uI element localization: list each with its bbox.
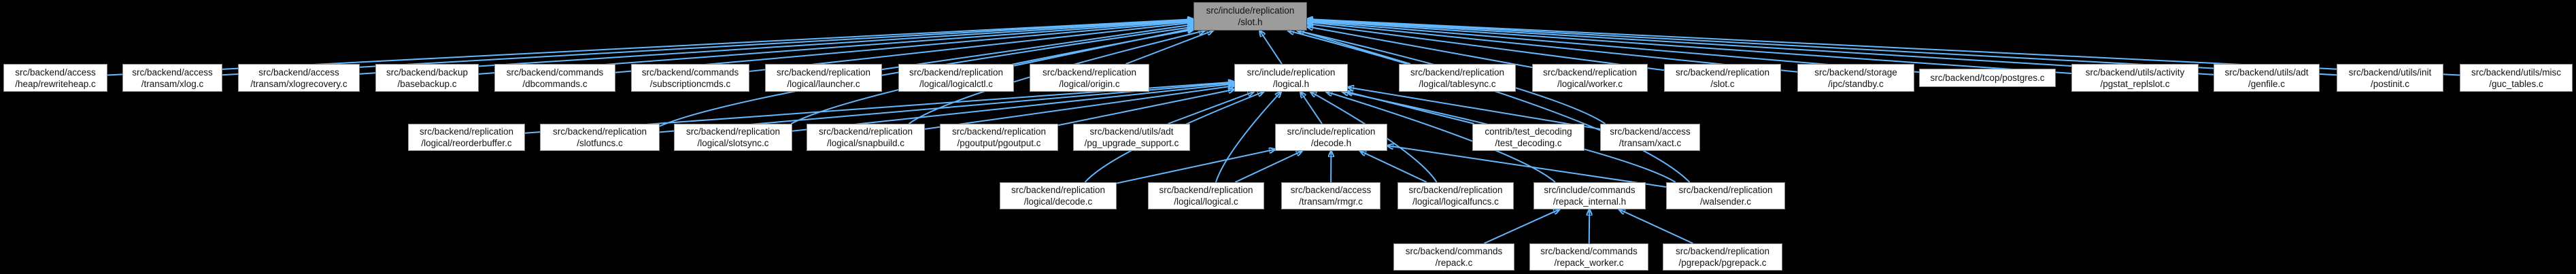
node-repack-worker-c[interactable]: src/backend/commands /repack_worker.c (1529, 243, 1648, 271)
node-label: src/backend/tcop/postgres.c (1930, 73, 2045, 83)
edge-walsender-c-to-decode-h (1387, 145, 1667, 188)
node-label: src/backend/access /transam/xlog.c (132, 67, 213, 89)
node-standby-c[interactable]: src/backend/storage /ipc/standby.c (1797, 64, 1914, 92)
node-label: src/backend/storage /ipc/standby.c (1814, 67, 1897, 89)
node-origin-c[interactable]: src/backend/replication /logical/origin.… (1030, 64, 1149, 92)
node-worker-c[interactable]: src/backend/replication /logical/worker.… (1532, 64, 1648, 92)
node-postgres-c[interactable]: src/backend/tcop/postgres.c (1919, 69, 2056, 87)
node-slotfuncs-c[interactable]: src/backend/replication /slotfuncs.c (540, 124, 660, 151)
node-snapbuild-c[interactable]: src/backend/replication /logical/snapbui… (807, 124, 925, 151)
node-xact-c[interactable]: src/backend/access /transam/xact.c (1600, 124, 1700, 151)
node-label: src/backend/commands /repack.c (1405, 246, 1503, 268)
node-label: src/backend/replication /logical/decode.… (1011, 185, 1106, 207)
node-label: src/backend/utils/adt /pg_upgrade_suppor… (1084, 126, 1179, 148)
node-logicalctl-c[interactable]: src/backend/replication /logical/logical… (898, 64, 1014, 92)
node-pgstat-replslot-c[interactable]: src/backend/utils/activity /pgstat_repls… (2071, 64, 2199, 92)
node-logical-c[interactable]: src/backend/replication /logical/logical… (1148, 182, 1264, 209)
node-postinit-c[interactable]: src/backend/utils/init /postinit.c (2337, 64, 2443, 92)
node-label: src/backend/replication /logical/origin.… (1042, 67, 1137, 89)
node-reorderbuffer-c[interactable]: src/backend/replication /logical/reorder… (408, 124, 525, 151)
node-label: src/backend/replication /logical/worker.… (1542, 67, 1638, 89)
edge-decode-h-to-logical-h (1300, 92, 1323, 124)
node-pgrepack-c[interactable]: src/backend/replication /pgrepack/pgrepa… (1663, 243, 1782, 271)
node-label: src/backend/commands /repack_worker.c (1540, 246, 1638, 268)
node-label: contrib/test_decoding /test_decoding.c (1485, 126, 1572, 148)
node-decode-c[interactable]: src/backend/replication /logical/decode.… (1000, 182, 1117, 209)
edge-pgrepack-c-to-repack-internal-h (1619, 209, 1693, 244)
edge-logical-h-to-slot-h (1259, 31, 1283, 65)
node-label: src/backend/access /transam/rmgr.c (1290, 185, 1372, 207)
node-label: src/backend/commands /dbcommands.c (506, 67, 604, 89)
edge-pg-upgrade-support-c-to-logical-h (1168, 92, 1254, 124)
node-label: src/backend/utils/misc /guc_tables.c (2471, 67, 2562, 89)
node-label: src/include/commands /repack_internal.h (1544, 185, 1636, 207)
edge-pgoutput-c-to-logical-h (1057, 90, 1234, 126)
node-subscriptioncmds-c[interactable]: src/backend/commands /subscriptioncmds.c (631, 64, 749, 92)
node-label: src/backend/replication /slotfuncs.c (552, 126, 647, 148)
node-repack-internal-h[interactable]: src/include/commands /repack_internal.h (1533, 182, 1646, 209)
node-label: src/backend/replication /logical/reorder… (419, 126, 514, 148)
node-label: src/backend/replication /logical/logical… (1159, 185, 1253, 207)
edge-decode-c-to-decode-h (1116, 150, 1275, 184)
node-label: src/include/replication /logical.h (1247, 67, 1336, 89)
node-logical-h[interactable]: src/include/replication /logical.h (1234, 64, 1348, 92)
edge-repack-worker-c-to-repack-internal-h (1589, 209, 1590, 244)
node-label: src/backend/access /transam/xlogrecovery… (250, 67, 348, 89)
node-label: src/backend/access /heap/rewriteheap.c (15, 67, 96, 89)
node-slot-h: src/include/replication /slot.h (1193, 2, 1307, 31)
node-label: src/backend/utils/activity /pgstat_repls… (2085, 67, 2185, 89)
node-walsender-c[interactable]: src/backend/replication /walsender.c (1666, 182, 1785, 209)
node-rmgr-c[interactable]: src/backend/access /transam/rmgr.c (1281, 182, 1380, 209)
edge-repack-c-to-repack-internal-h (1483, 209, 1559, 244)
edge-test-decoding-c-to-logical-h (1346, 92, 1474, 124)
node-label: src/backend/replication /logical/launche… (776, 67, 871, 89)
node-tablesync-c[interactable]: src/backend/replication /logical/tablesy… (1399, 64, 1516, 92)
edge-walsender-c-to-slot-h (1288, 31, 1691, 183)
node-rewriteheap-c[interactable]: src/backend/access /heap/rewriteheap.c (3, 64, 107, 92)
node-label: src/backend/replication /logical/logical… (1408, 185, 1503, 207)
edge-snapbuild-c-to-logical-h (924, 86, 1234, 130)
node-repack-c[interactable]: src/backend/commands /repack.c (1393, 243, 1514, 271)
node-label: src/backend/replication /pgrepack/pgrepa… (1675, 246, 1770, 268)
node-logicalfuncs-c[interactable]: src/backend/replication /logical/logical… (1397, 182, 1514, 209)
edge-worker-c-to-slot-h (1307, 27, 1533, 69)
node-label: src/backend/commands /subscriptioncmds.c (641, 67, 739, 89)
node-label: src/backend/replication /logical/snapbui… (818, 126, 913, 148)
node-label: src/backend/replication /walsender.c (1678, 185, 1773, 207)
node-launcher-c[interactable]: src/backend/replication /logical/launche… (765, 64, 882, 92)
node-label: src/backend/utils/adt /genfile.c (2224, 67, 2309, 89)
node-label: src/backend/replication /logical/slotsyn… (685, 126, 781, 148)
node-dbcommands-c[interactable]: src/backend/commands /dbcommands.c (494, 64, 615, 92)
edge-logical-c-to-logical-h (1215, 92, 1281, 183)
edge-logical-c-to-decode-h (1234, 151, 1302, 183)
edge-logicalctl-c-to-slot-h (1013, 28, 1193, 67)
node-guc-tables-c[interactable]: src/backend/utils/misc /guc_tables.c (2460, 64, 2573, 92)
edge-launcher-c-to-slot-h (881, 24, 1193, 71)
edge-tablesync-c-to-slot-h (1298, 31, 1411, 65)
node-xlog-c[interactable]: src/backend/access /transam/xlog.c (122, 64, 222, 92)
node-basebackup-c[interactable]: src/backend/backup /basebackup.c (375, 64, 479, 92)
node-slot-c[interactable]: src/backend/replication /slot.c (1664, 64, 1781, 92)
edge-xact-c-to-logical-h (1348, 87, 1601, 130)
edge-logicalfuncs-c-to-decode-h (1360, 151, 1427, 183)
node-label: src/backend/replication /logical/logical… (909, 67, 1004, 89)
node-slotsync-c[interactable]: src/backend/replication /logical/slotsyn… (674, 124, 792, 151)
node-label: src/include/replication /decode.h (1287, 126, 1376, 148)
node-pgoutput-c[interactable]: src/backend/replication /pgoutput/pgoutp… (940, 124, 1058, 151)
node-genfile-c[interactable]: src/backend/utils/adt /genfile.c (2214, 64, 2320, 92)
edge-origin-c-to-slot-h (1125, 31, 1213, 65)
node-label: src/include/replication /slot.h (1206, 5, 1295, 27)
node-label: src/backend/utils/init /postinit.c (2348, 67, 2432, 89)
node-label: src/backend/replication /logical/tablesy… (1410, 67, 1505, 89)
node-label: src/backend/replication /slot.c (1675, 67, 1770, 89)
node-pg-upgrade-support-c[interactable]: src/backend/utils/adt /pg_upgrade_suppor… (1073, 124, 1190, 151)
node-label: src/backend/access /transam/xact.c (1610, 126, 1691, 148)
node-test-decoding-c[interactable]: contrib/test_decoding /test_decoding.c (1472, 124, 1584, 151)
node-label: src/backend/replication /pgoutput/pgoutp… (951, 126, 1047, 148)
node-xlogrecovery-c[interactable]: src/backend/access /transam/xlogrecovery… (238, 64, 360, 92)
node-label: src/backend/backup /basebackup.c (386, 67, 469, 89)
node-decode-h[interactable]: src/include/replication /decode.h (1275, 124, 1387, 151)
